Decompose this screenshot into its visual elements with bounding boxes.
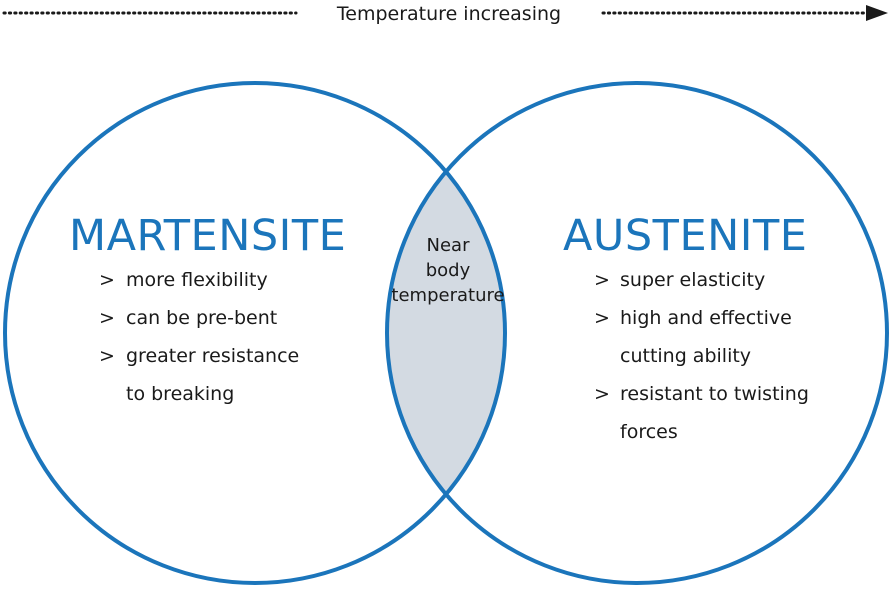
austenite-item-3-text-line-2: forces	[620, 421, 678, 443]
martensite-item-3-marker: >	[99, 345, 115, 367]
austenite-item-2-text-line-2: cutting ability	[620, 345, 751, 367]
martensite-item-3-text-line-1: greater resistance	[126, 345, 299, 367]
overlap-region	[387, 83, 505, 583]
martensite-item-2-text: can be pre-bent	[126, 307, 277, 329]
overlap-line-2: body	[426, 260, 471, 281]
austenite-item-1-text: super elasticity	[620, 269, 765, 291]
austenite-item-2-text-line-1: high and effective	[620, 307, 792, 329]
martensite-item-1-marker: >	[99, 269, 115, 291]
overlap-label: Near body temperature	[391, 235, 504, 306]
temperature-axis: Temperature increasing	[2, 3, 888, 25]
austenite-set: AUSTENITE > super elasticity > high and …	[563, 211, 809, 443]
martensite-set: MARTENSITE > more flexibility > can be p…	[69, 211, 346, 405]
martensite-item-1-text: more flexibility	[126, 269, 268, 291]
temperature-label: Temperature increasing	[336, 3, 561, 25]
overlap-line-3: temperature	[391, 285, 504, 306]
martensite-item-2-marker: >	[99, 307, 115, 329]
martensite-title: MARTENSITE	[69, 211, 346, 261]
austenite-item-2-marker: >	[594, 307, 610, 329]
martensite-item-3-text-line-2: to breaking	[126, 383, 234, 405]
austenite-circle	[385, 81, 889, 585]
austenite-item-3-text-line-1: resistant to twisting	[620, 383, 809, 405]
overlap-line-1: Near	[427, 235, 471, 256]
austenite-item-1-marker: >	[594, 269, 610, 291]
martensite-circle	[3, 81, 507, 585]
arrow-head-icon	[866, 5, 888, 21]
austenite-item-3-marker: >	[594, 383, 610, 405]
austenite-title: AUSTENITE	[563, 211, 807, 261]
